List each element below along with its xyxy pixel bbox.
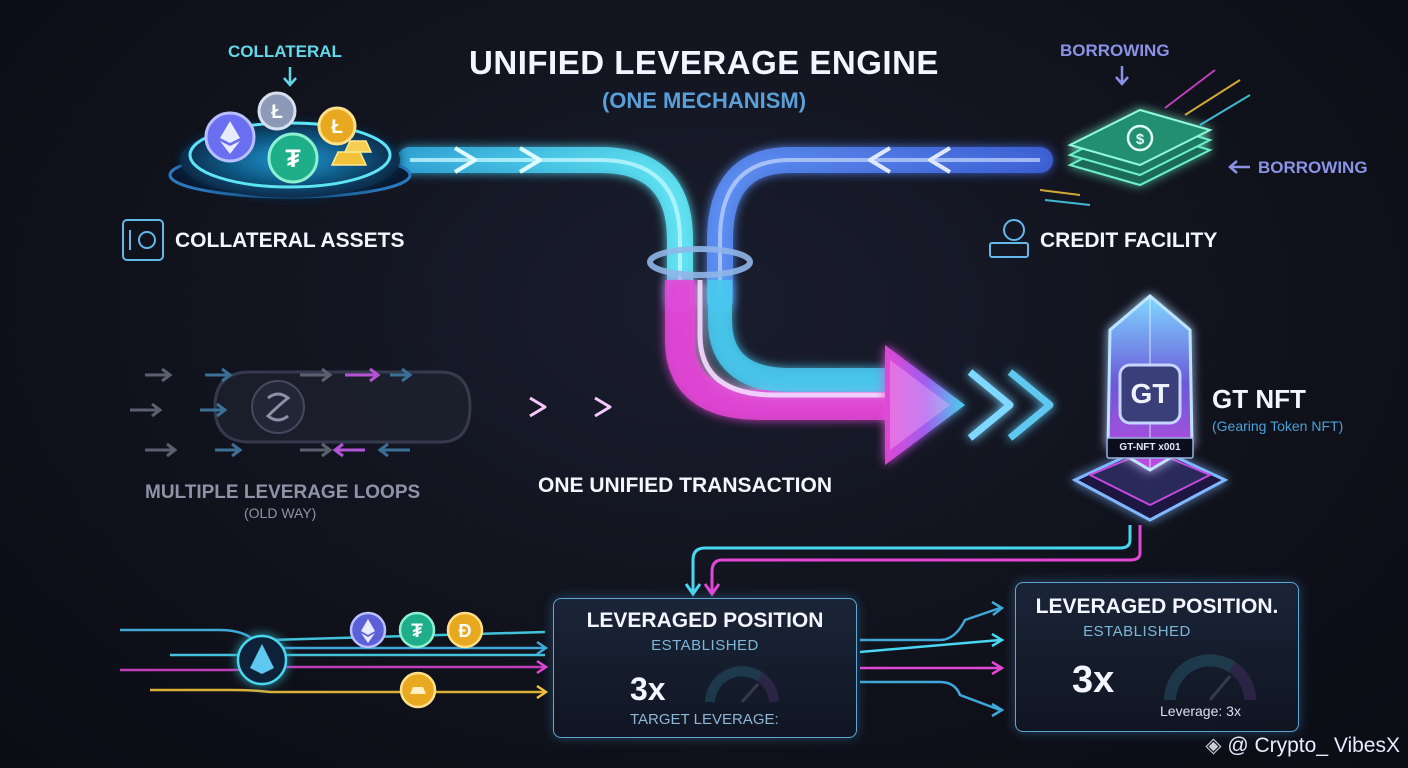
safe-icon (122, 219, 164, 261)
old-way-sublabel: (OLD WAY) (244, 505, 317, 521)
gt-nft-title: GT NFT (1212, 384, 1306, 414)
collateral-top-label: COLLATERAL (228, 42, 342, 61)
borrowing-pipe-chevrons (868, 146, 952, 174)
gt-nft-subtitle: (Gearing Token NFT) (1212, 418, 1344, 434)
collateral-assets-label: COLLATERAL ASSETS (175, 229, 405, 252)
svg-text:₮: ₮ (285, 145, 300, 173)
junction-ring (647, 246, 753, 278)
pink-stream-chevrons (529, 396, 612, 418)
merged-pipe (665, 280, 890, 420)
result-position-title: LEVERAGED POSITION. (1035, 595, 1279, 618)
svg-text:₮: ₮ (411, 621, 423, 642)
svg-text:Ł: Ł (271, 102, 283, 123)
diamond-icon: ◈ (1205, 734, 1222, 757)
position-multiplier: 3x (630, 671, 666, 707)
nft-to-position-connector (684, 525, 1142, 597)
position-status: ESTABLISHED (651, 637, 759, 654)
speed-lines (1039, 69, 1251, 206)
unified-transaction-label: ONE UNIFIED TRANSACTION (538, 474, 832, 497)
old-way-loop-capsule (213, 370, 472, 444)
position-caption: TARGET LEVERAGE: (630, 711, 779, 728)
borrowing-down-arrow (1115, 66, 1129, 86)
gt-nft-plate: GT-NFT x001 (1119, 442, 1181, 453)
collateral-down-arrow (283, 67, 297, 87)
gt-nft-crystal (1071, 294, 1229, 522)
svg-text:$: $ (1136, 131, 1145, 148)
watermark: ◈ @ Crypto_ VibesX (1205, 733, 1400, 758)
collateral-coins: Ł Ł ₮ (204, 91, 373, 184)
credit-facility-label: CREDIT FACILITY (1040, 229, 1218, 252)
credit-icon (989, 219, 1029, 258)
leveraged-position-card: LEVERAGED POSITION ESTABLISHED 3x TARGET… (553, 598, 857, 738)
result-position-status: ESTABLISHED (1083, 623, 1191, 640)
input-hub (236, 634, 288, 686)
collateral-pipe (397, 147, 693, 313)
input-flow-lines (120, 628, 549, 700)
result-position-caption: Leverage: 3x (1160, 703, 1241, 719)
svg-text:Ł: Ł (331, 117, 343, 138)
svg-text:Đ: Đ (459, 621, 472, 641)
leveraged-position-result-card: LEVERAGED POSITION. ESTABLISHED 3x Lever… (1015, 582, 1299, 732)
gt-nft-badge: GT (1130, 378, 1170, 409)
collateral-pipe-chevrons (453, 146, 542, 174)
output-flow-lines (859, 600, 1005, 718)
cash-stack: $ (1067, 108, 1213, 187)
old-way-arrows (130, 367, 413, 458)
borrowing-top-label: BORROWING (1060, 41, 1170, 60)
watermark-text: @ Crypto_ VibesX (1227, 734, 1400, 757)
borrowing-side-label: BORROWING (1258, 158, 1368, 177)
result-position-multiplier: 3x (1072, 659, 1115, 701)
borrowing-side-arrow (1228, 160, 1250, 174)
page-title: UNIFIED LEVERAGE ENGINE (469, 44, 939, 81)
unified-arrow (885, 345, 1054, 465)
borrowing-pipe (707, 147, 1053, 313)
input-token-coins: ₮ Đ (349, 611, 484, 709)
old-way-label: MULTIPLE LEVERAGE LOOPS (145, 482, 421, 503)
position-title: LEVERAGED POSITION (586, 609, 824, 632)
page-subtitle: (ONE MECHANISM) (601, 88, 807, 113)
